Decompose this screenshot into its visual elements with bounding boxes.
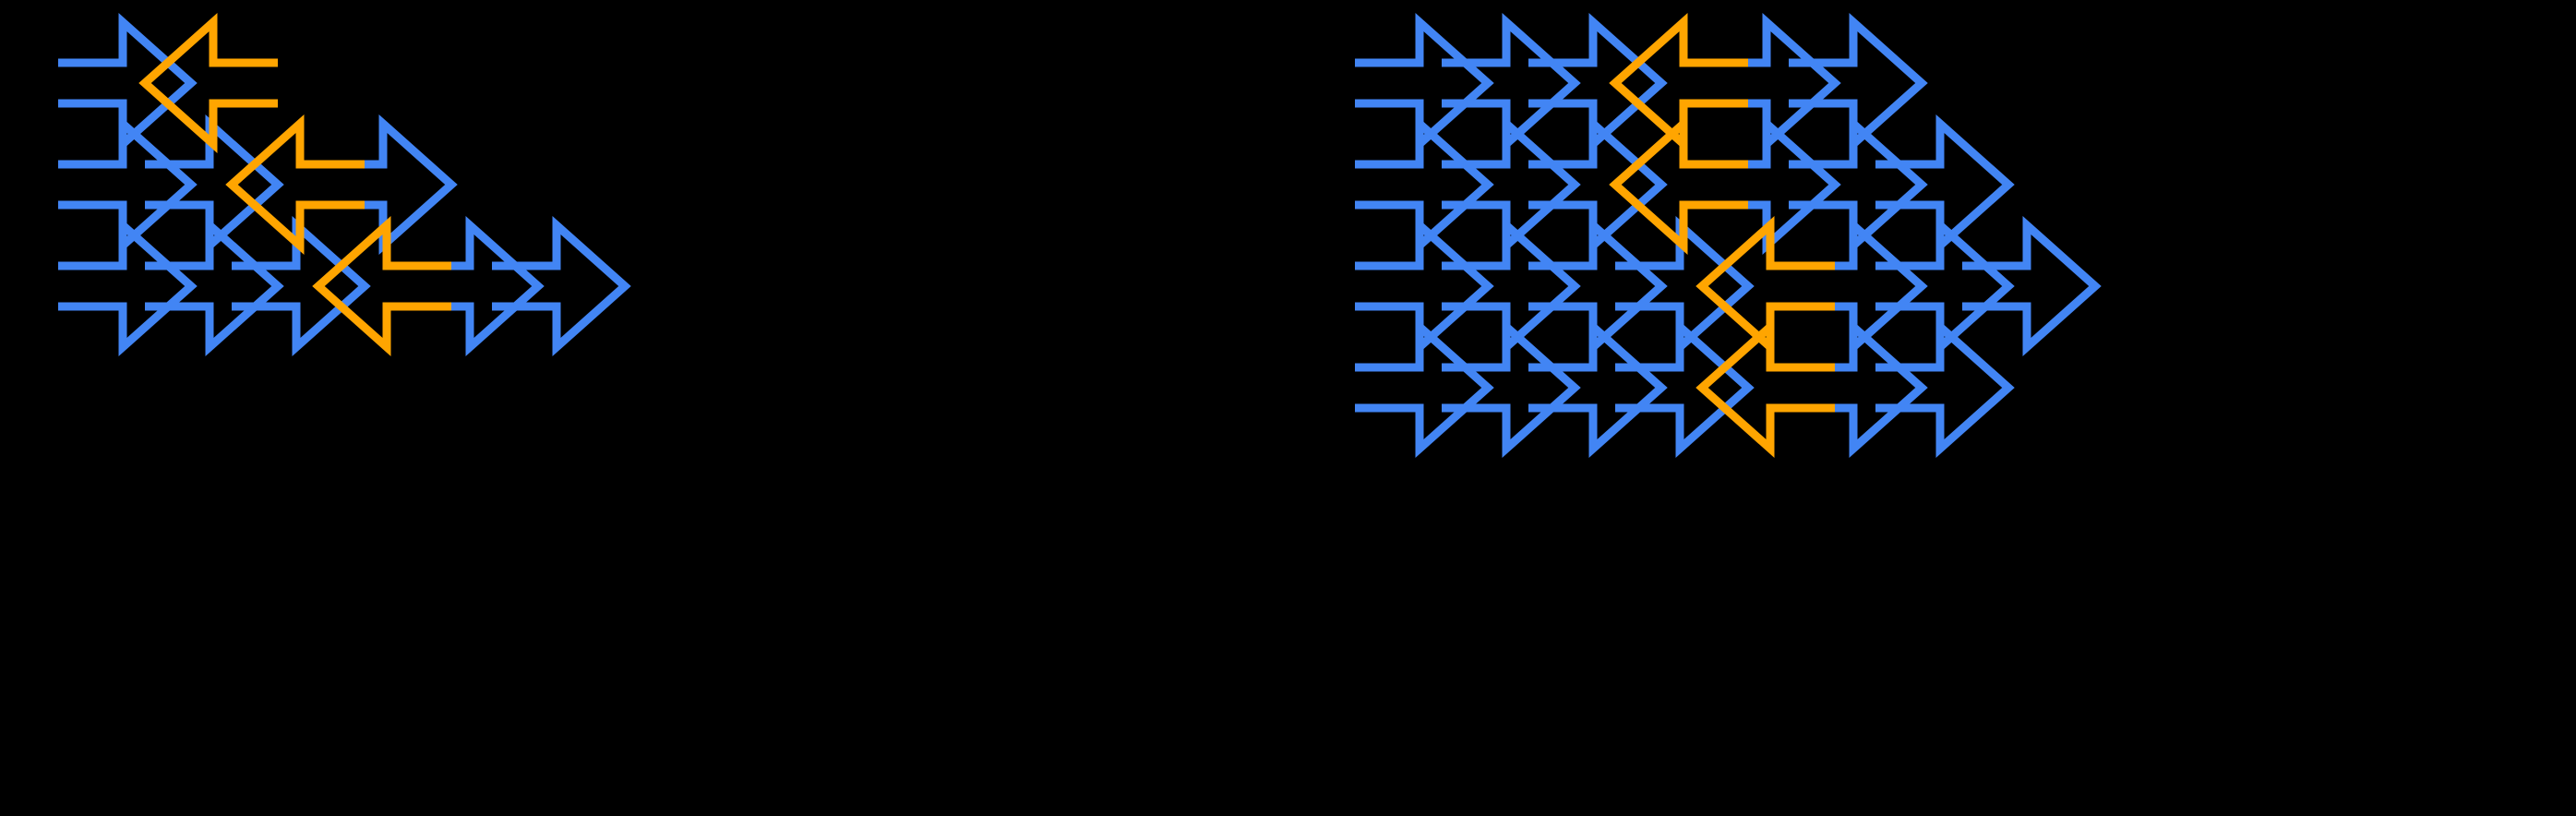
arrow-outline <box>1875 215 2015 357</box>
arrow-blue-right <box>1434 212 1582 360</box>
arrow-blue-right <box>1608 212 1755 360</box>
arrow-blue-right <box>51 111 198 258</box>
arrow-outline <box>232 215 371 357</box>
arrow-blue-right <box>1955 212 2103 360</box>
arrow-blue-right <box>1521 111 1669 258</box>
arrow-outline <box>1442 12 1581 154</box>
arrow-outline <box>1875 114 2015 256</box>
arrow-blue-right <box>224 212 372 360</box>
arrow-blue-right <box>1348 212 1495 360</box>
arrow-outline <box>1789 317 1928 459</box>
arrow-blue-right <box>1781 9 1929 157</box>
arrow-blue-right <box>51 9 198 157</box>
arrow-outline <box>312 215 451 357</box>
arrow-blue-right <box>138 111 285 258</box>
arrow-blue-right <box>1521 9 1669 157</box>
arrow-blue-right <box>1434 314 1582 462</box>
arrow-orange-left <box>1608 9 1755 157</box>
arrow-blue-right <box>1521 314 1669 462</box>
arrow-outline <box>145 215 284 357</box>
right-row-2 <box>1348 111 2016 258</box>
arrow-outline <box>1615 317 1755 459</box>
arrow-outline <box>1355 12 1494 154</box>
arrow-orange-left <box>1608 111 1755 258</box>
arrow-outline <box>1442 114 1581 256</box>
arrow-blue-right <box>485 212 632 360</box>
arrow-orange-left <box>224 111 372 258</box>
arrow-outline <box>1962 215 2102 357</box>
arrow-outline <box>1355 114 1494 256</box>
arrow-outline <box>318 114 458 256</box>
arrow-orange-left <box>311 212 459 360</box>
arrow-outline <box>1528 12 1668 154</box>
arrow-outline <box>1355 215 1494 357</box>
arrow-blue-right <box>398 212 545 360</box>
left-row-3 <box>51 212 632 360</box>
arrow-blue-right <box>1781 212 1929 360</box>
arrow-outline <box>58 215 198 357</box>
arrow-blue-right <box>1695 9 1842 157</box>
arrow-blue-right <box>51 212 198 360</box>
arrow-outline <box>1442 317 1581 459</box>
arrow-outline <box>1442 215 1581 357</box>
arrow-outline <box>1702 12 1841 154</box>
arrow-outline <box>1355 317 1494 459</box>
arrow-blue-right <box>1781 111 1929 258</box>
arrow-blue-right <box>1348 314 1495 462</box>
arrow-blue-right <box>1695 111 1842 258</box>
arrow-outline <box>1789 114 1928 256</box>
arrow-outline <box>1695 317 1835 459</box>
arrow-outline <box>1609 12 1748 154</box>
right-row-1 <box>1348 9 1929 157</box>
arrow-orange-left <box>1695 314 1842 462</box>
arrow-outline <box>138 12 278 154</box>
arrow-blue-right <box>1868 314 2016 462</box>
arrow-blue-right <box>1868 212 2016 360</box>
arrow-blue-right <box>1348 9 1495 157</box>
arrow-orange-left <box>138 9 285 157</box>
arrow-outline <box>1695 215 1835 357</box>
arrow-blue-right <box>1781 314 1929 462</box>
arrow-blue-right <box>1434 111 1582 258</box>
arrow-outline <box>1789 215 1928 357</box>
right-row-4 <box>1348 314 2016 462</box>
arrow-outline <box>405 215 545 357</box>
arrow-blue-right <box>1348 111 1495 258</box>
arrow-outline <box>225 114 365 256</box>
arrow-blue-right <box>1608 314 1755 462</box>
arrow-blue-right <box>1434 9 1582 157</box>
arrow-outline <box>1702 114 1841 256</box>
arrow-outline <box>492 215 631 357</box>
arrow-blue-right <box>1521 212 1669 360</box>
arrow-blue-right <box>311 111 459 258</box>
arrow-outline <box>1528 215 1668 357</box>
arrow-outline <box>1609 114 1748 256</box>
arrow-outline <box>1615 215 1755 357</box>
arrow-outline <box>1528 114 1668 256</box>
arrow-outline <box>1875 317 2015 459</box>
arrow-outline <box>145 114 284 256</box>
left-row-2 <box>51 111 459 258</box>
left-row-1 <box>51 9 285 157</box>
arrow-outline <box>1789 12 1928 154</box>
right-row-3 <box>1348 212 2103 360</box>
arrow-outline <box>58 114 198 256</box>
arrow-outline <box>1528 317 1668 459</box>
arrow-blue-right <box>1868 111 2016 258</box>
arrow-outline <box>58 12 198 154</box>
arrow-blue-right <box>138 212 285 360</box>
arrow-orange-left <box>1695 212 1842 360</box>
